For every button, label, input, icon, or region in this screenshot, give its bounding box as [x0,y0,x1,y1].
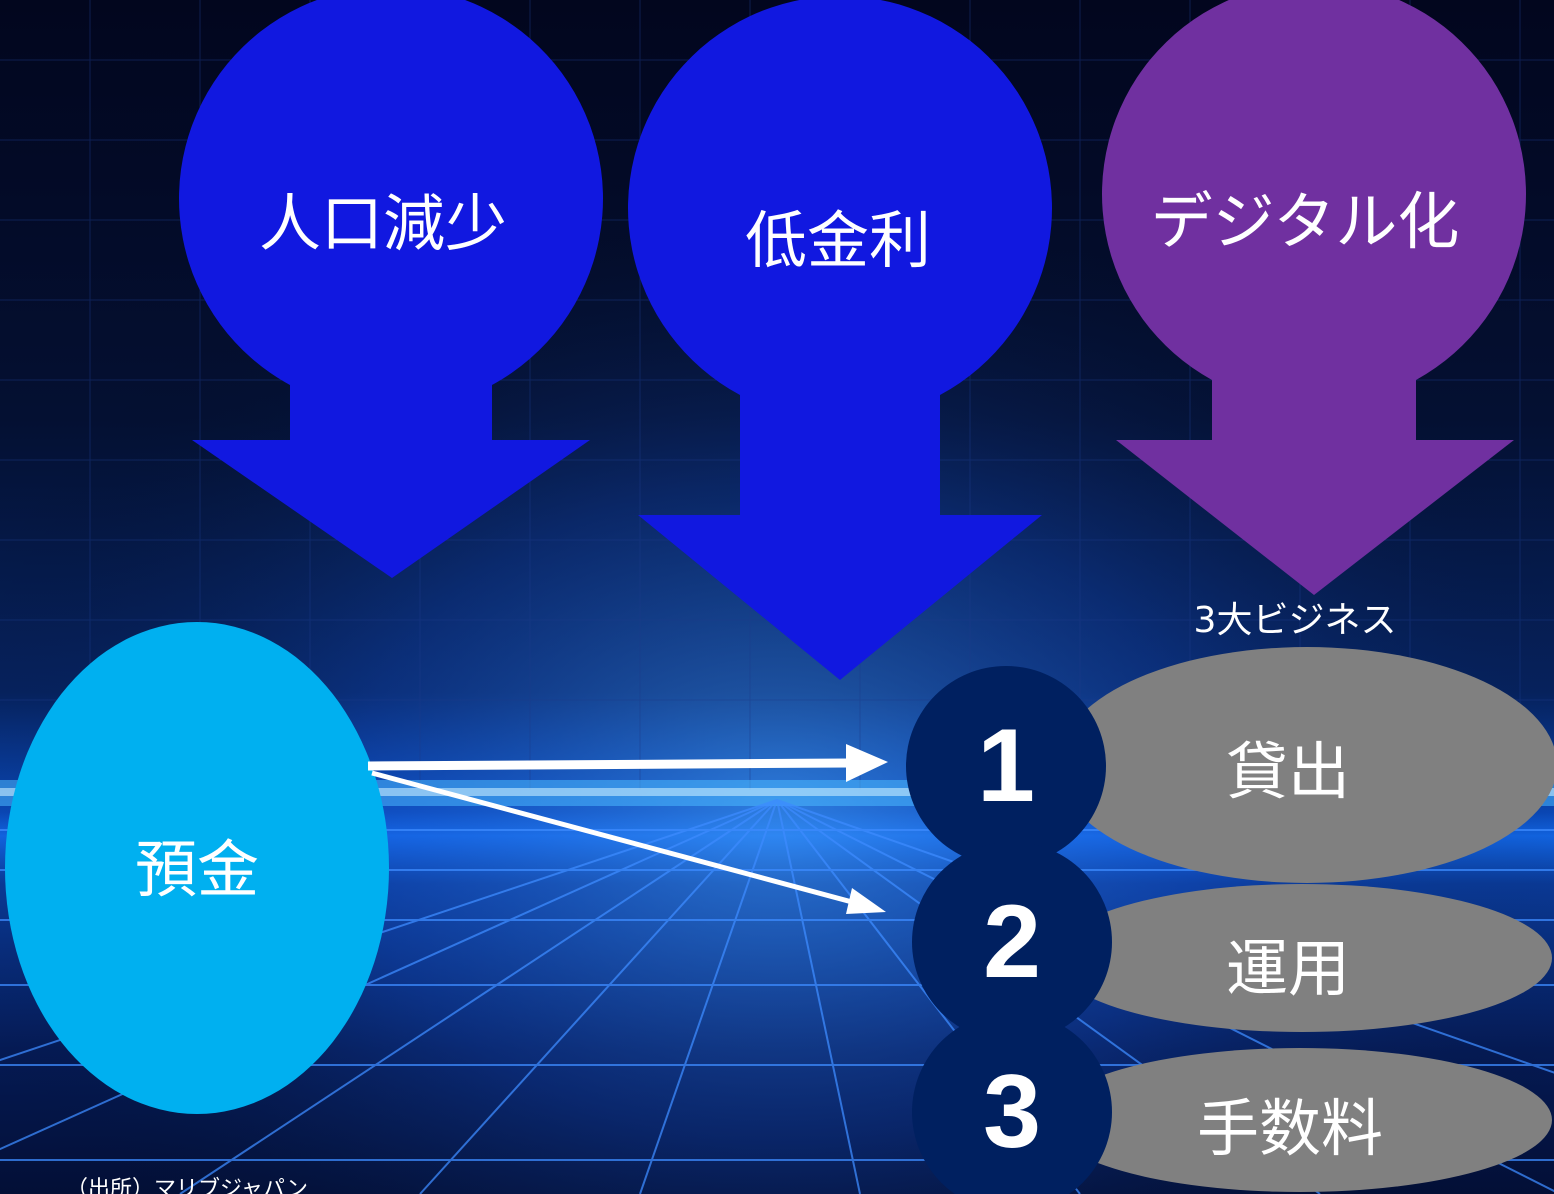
driver-label: 低金利 [745,204,931,277]
driver-arrow-low-interest-rate: 低金利 [628,0,1052,680]
deposit-circle: 預金 [5,622,389,1114]
business-label: 手数料 [1197,1092,1383,1165]
driver-arrow-shape [1102,0,1526,595]
driver-arrow-shape [179,0,603,578]
flow-arrows [367,744,888,914]
arrow-deposit-to-lending [367,744,888,782]
source-note: （出所）マリブジャパン [66,1177,309,1194]
business-item-3: 3 手数料 [912,1012,1552,1194]
deposit-ellipse [5,622,389,1114]
business-label: 貸出 [1226,735,1350,808]
driver-arrow-digitalization: デジタル化 [1102,0,1526,595]
business-item-1: 1 貸出 [906,647,1554,883]
driver-arrow-population-decline: 人口減少 [179,0,603,578]
driver-label: 人口減少 [259,187,507,260]
business-label: 運用 [1226,932,1350,1005]
business-number-circle [906,666,1106,866]
business-pill [1048,1048,1552,1192]
business-number: 3 [983,1054,1041,1170]
arrow-deposit-to-investment [371,770,886,914]
business-number: 1 [977,708,1035,824]
business-heading: 3大ビジネス [1193,600,1397,641]
driver-label: デジタル化 [1151,185,1460,258]
business-item-2: 2 運用 [912,842,1552,1042]
business-pill [1057,647,1554,883]
deposit-label: 預金 [135,833,259,906]
business-pill [1052,884,1552,1032]
business-number-circle [912,842,1112,1042]
driver-arrow-shape [628,0,1052,680]
business-number-circle [912,1012,1112,1194]
business-number: 2 [983,884,1041,1000]
